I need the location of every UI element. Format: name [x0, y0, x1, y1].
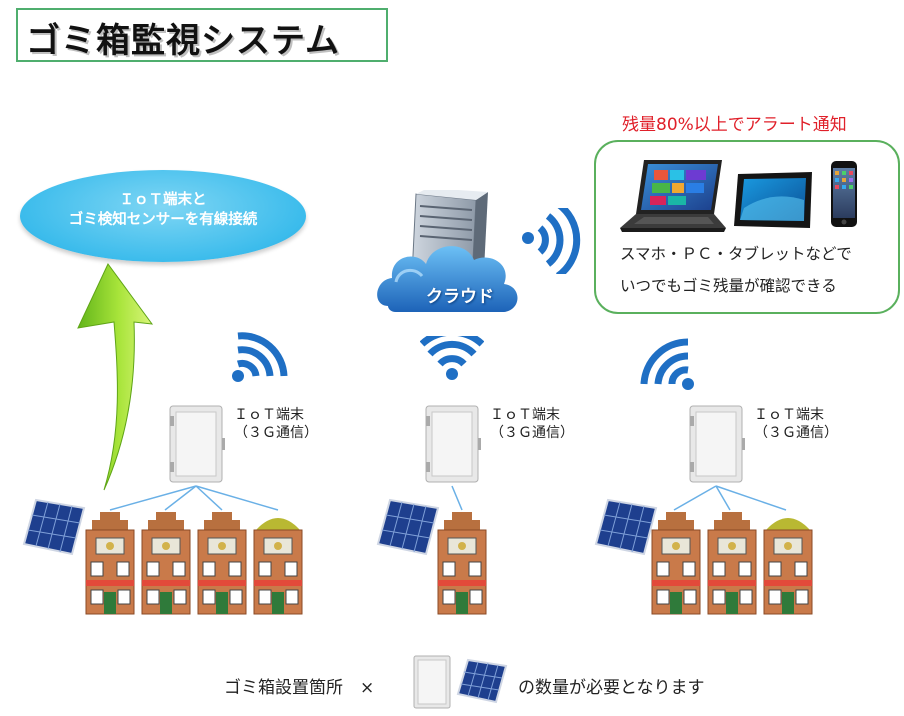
wifi-icon	[420, 336, 484, 380]
connection-lines	[109, 485, 787, 511]
title-box: ゴミ箱監視システム	[16, 8, 388, 62]
terminal-label: ＩｏＴ端末 （３Ｇ通信）	[490, 407, 574, 441]
building-icon	[197, 512, 247, 615]
iot-terminal-icon	[425, 405, 481, 483]
page-title: ゴミ箱監視システム	[26, 21, 340, 61]
building-icon	[253, 518, 303, 615]
tablet-icon	[734, 172, 812, 228]
iot-terminal-icon	[413, 655, 451, 709]
solar-panel-icon	[376, 498, 440, 556]
iot-terminal-icon	[689, 405, 745, 483]
wifi-icon	[232, 332, 288, 382]
solar-panel-icon	[22, 498, 86, 556]
laptop-icon	[620, 160, 726, 232]
bottom-text-right: の数量が必要となります	[518, 678, 705, 698]
terminal-label: ＩｏＴ端末 （３Ｇ通信）	[234, 407, 318, 441]
building-icon	[651, 512, 701, 615]
building-icon	[707, 512, 757, 615]
building-icon	[85, 512, 135, 615]
iot-terminal-icon	[169, 405, 225, 483]
building-icon	[763, 518, 813, 615]
wifi-icon	[522, 208, 581, 274]
cloud-label: クラウド	[426, 287, 494, 307]
solar-panel-icon	[594, 498, 658, 556]
device-text-line2: いつでもゴミ残量が確認できる	[620, 277, 837, 295]
wifi-icon	[640, 338, 694, 390]
alert-text: 残量80%以上でアラート通知	[622, 115, 847, 135]
solar-panel-icon	[456, 658, 508, 704]
terminal-label: ＩｏＴ端末 （３Ｇ通信）	[754, 407, 838, 441]
sensor-callout: ＩｏＴ端末と ゴミ検知センサーを有線接続	[20, 170, 306, 262]
upward-arrow-icon	[77, 263, 154, 491]
bottom-text-left: ゴミ箱設置箇所 ×	[224, 678, 375, 698]
building-icon	[437, 512, 487, 615]
building-icon	[141, 512, 191, 615]
device-text-line1: スマホ・ＰＣ・タブレットなどで	[620, 245, 852, 263]
device-panel: スマホ・ＰＣ・タブレットなどで いつでもゴミ残量が確認できる	[594, 140, 900, 314]
sensor-text-line1: ＩｏＴ端末と	[119, 192, 207, 208]
smartphone-icon	[831, 161, 857, 227]
sensor-text-line2: ゴミ検知センサーを有線接続	[68, 212, 258, 228]
cloud-server-icon	[377, 190, 518, 312]
